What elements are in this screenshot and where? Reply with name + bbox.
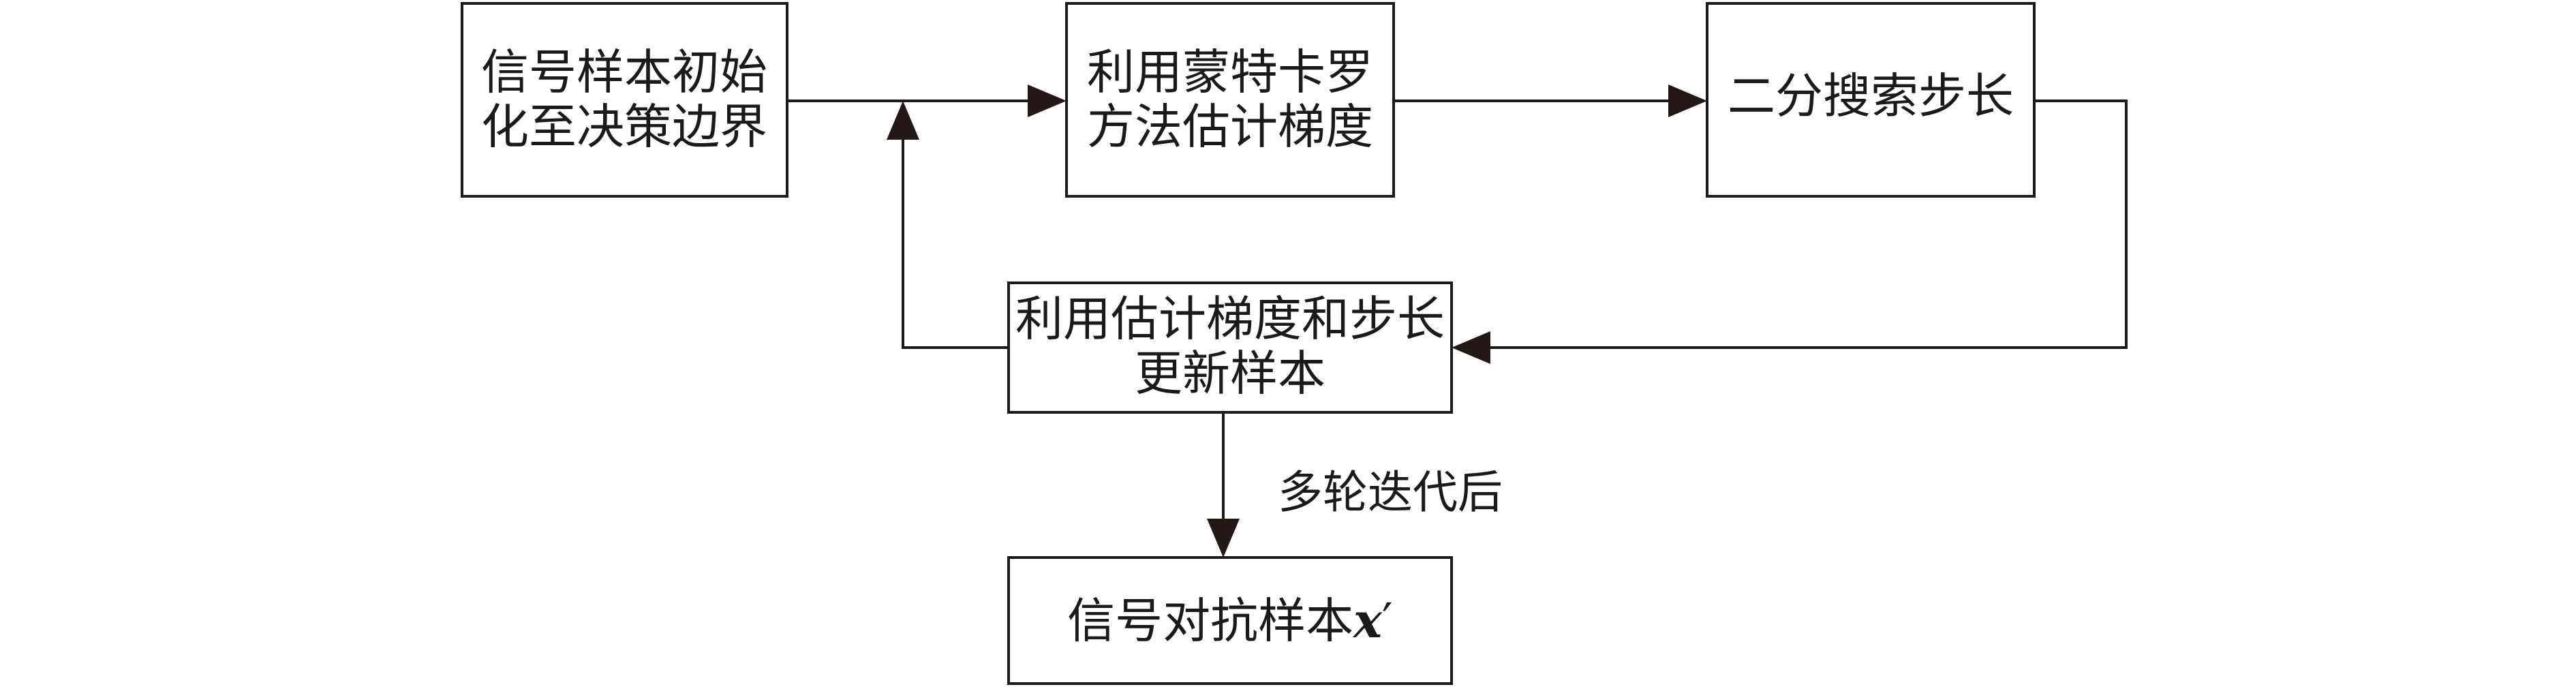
node-estimate-label-line2: 方法估计梯度 [1087,99,1373,155]
node-output: 信号对抗样本x′ [1007,556,1453,685]
node-update-label-line1: 利用估计梯度和步长 [1015,291,1445,347]
node-output-prime: ′ [1382,593,1393,649]
node-init-label-line1: 信号样本初始 [481,44,767,100]
node-search-label: 二分搜索步长 [1728,68,2014,124]
edge-update-feedback [902,136,1009,349]
node-search: 二分搜索步长 [1706,2,2036,198]
node-update-box [1007,281,1453,414]
node-update: 利用估计梯度和步长 更新样本 [1007,281,1453,414]
edge-label-after-iterations: 多轮迭代后 [1278,466,1503,519]
node-estimate-label-line1: 利用蒙特卡罗 [1087,44,1373,100]
node-output-label: 信号对抗样本x′ [1067,592,1393,649]
node-init-box [461,2,788,198]
node-output-variable: x [1352,592,1383,649]
node-update-label-line2: 更新样本 [1135,346,1325,401]
node-estimate: 利用蒙特卡罗 方法估计梯度 [1065,2,1395,198]
node-init-label-line2: 化至决策边界 [481,99,767,155]
node-estimate-box [1065,2,1395,198]
node-output-box [1007,556,1453,685]
connectors [787,85,2128,558]
node-search-box [1706,2,2036,198]
arrowhead-estimate [1028,85,1067,117]
arrowhead-search [1668,85,1707,117]
edge-search-to-update [1489,100,2128,349]
node-init: 信号样本初始 化至决策边界 [461,2,788,198]
arrowhead-feedback [887,101,919,140]
arrowhead-output [1207,519,1240,558]
node-output-text: 信号对抗样本 [1067,593,1353,649]
arrowhead-update [1452,331,1490,364]
